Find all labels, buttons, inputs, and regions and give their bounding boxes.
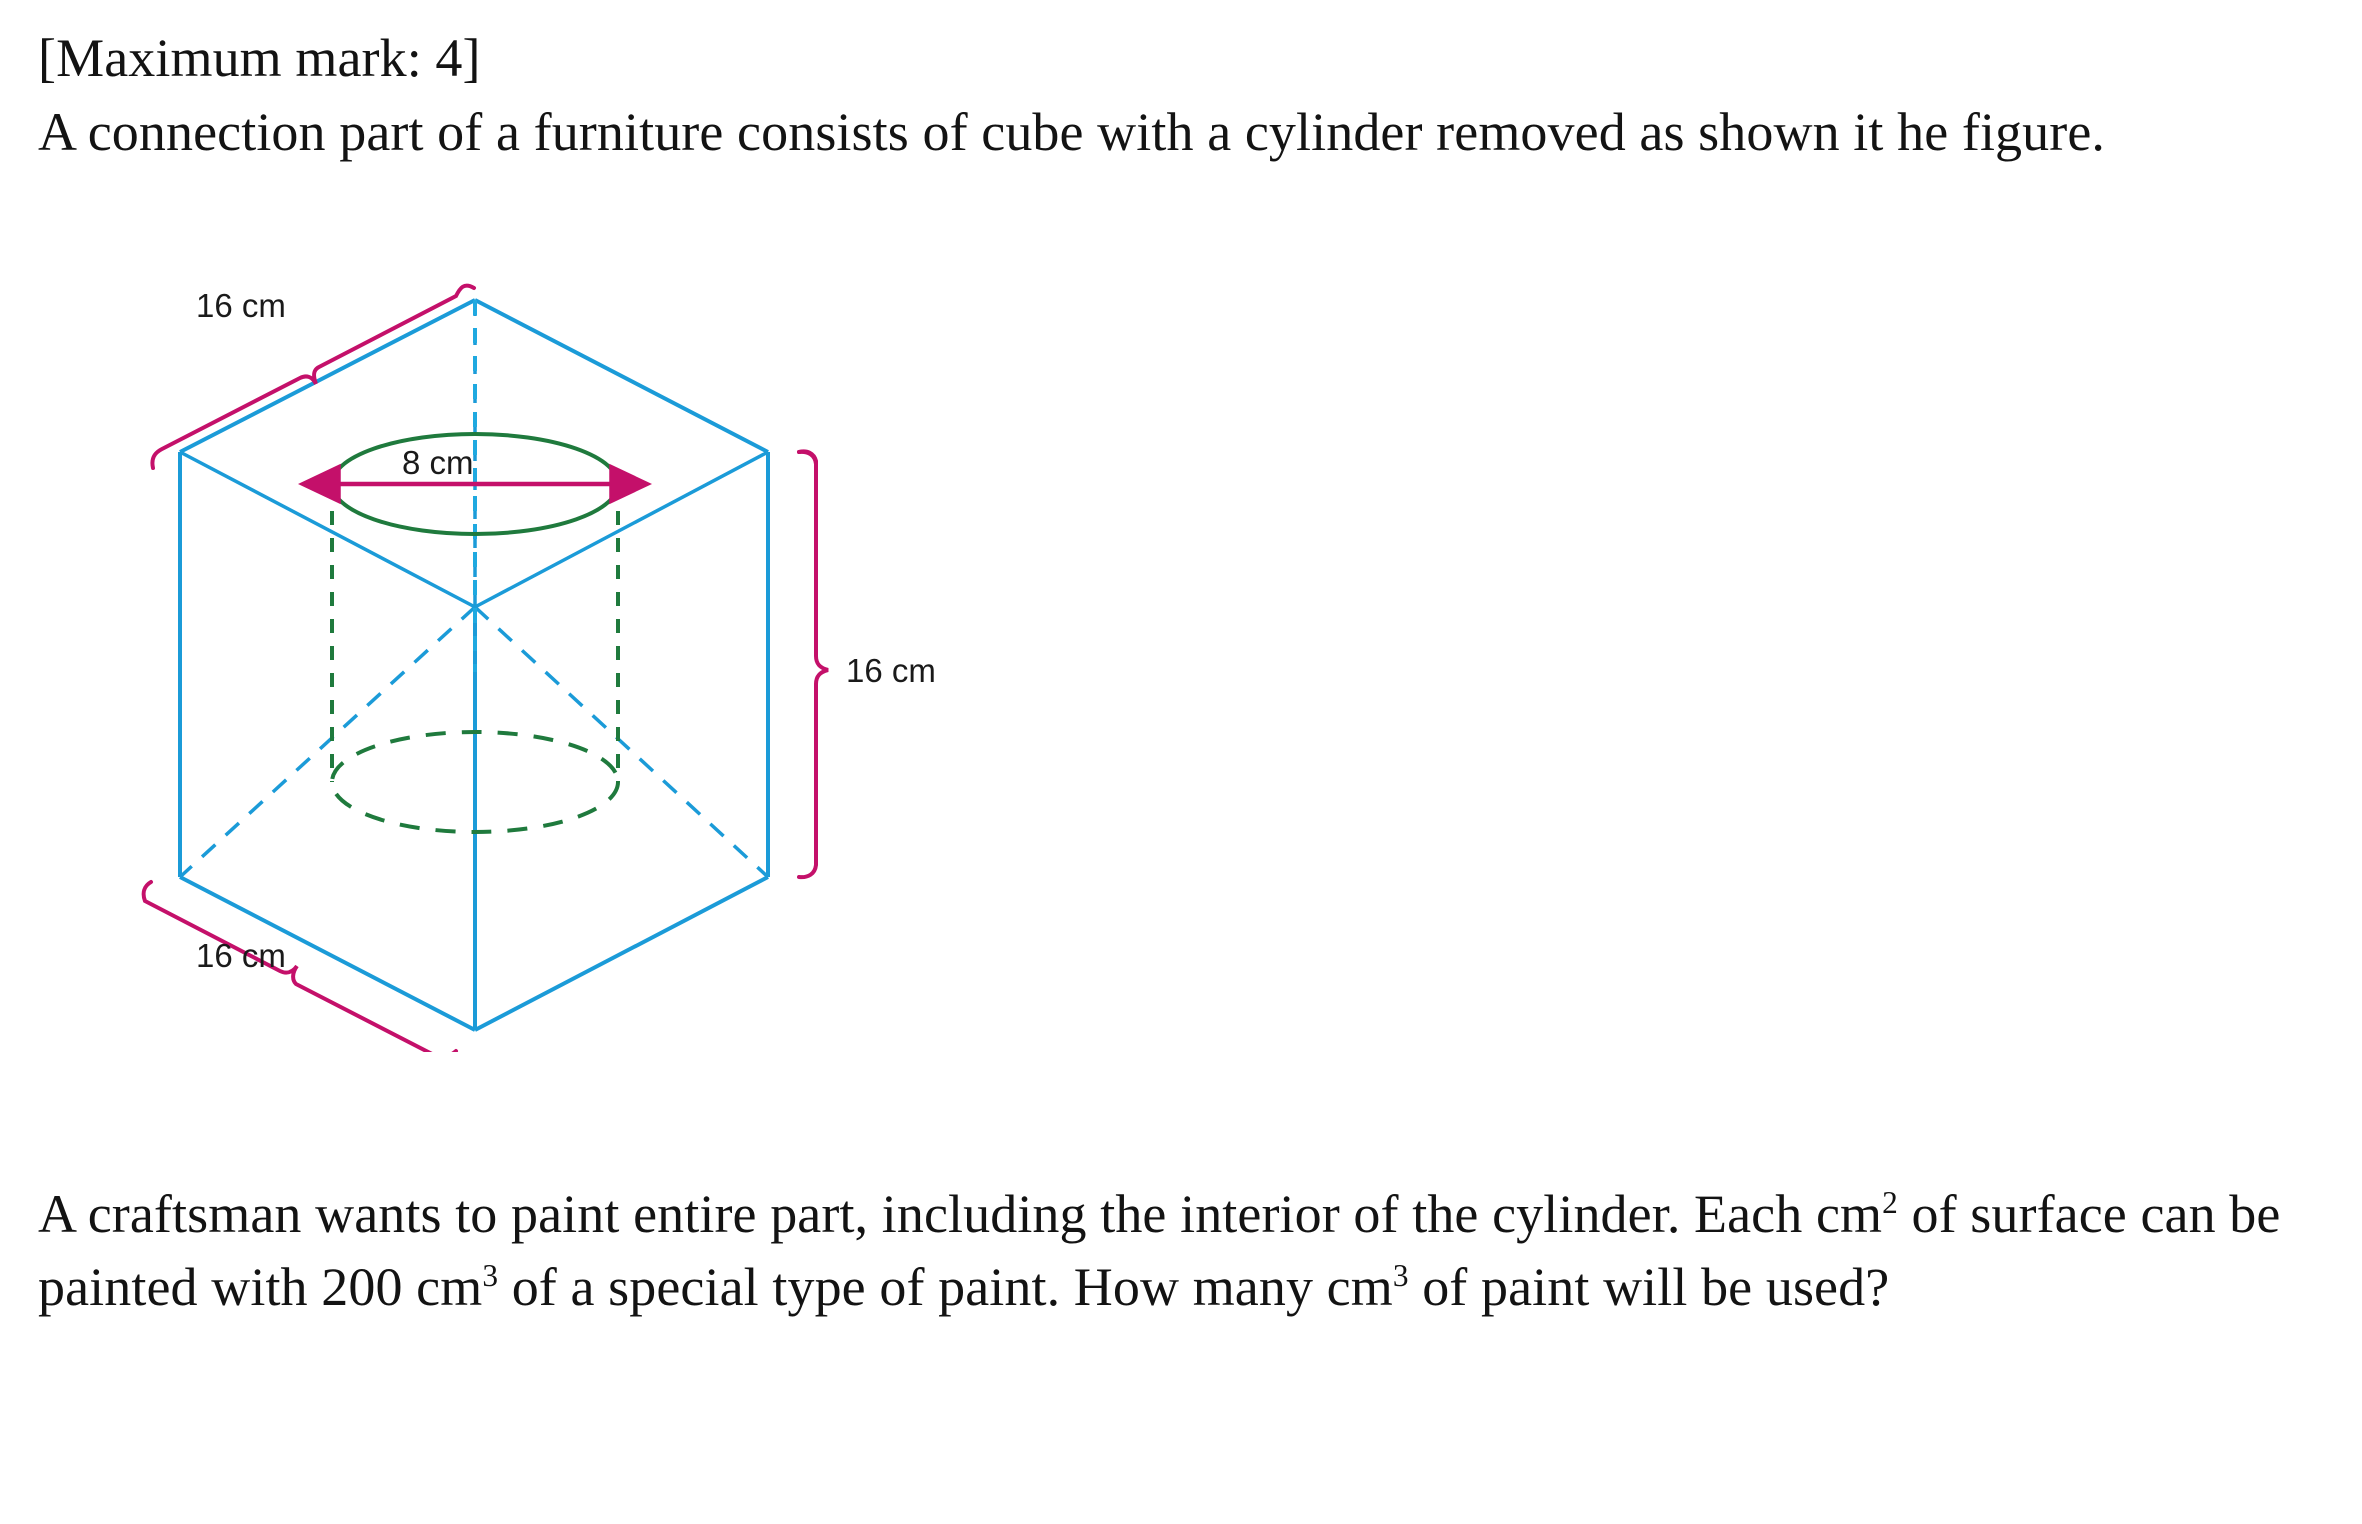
question-text-part3: of a special type of paint. How many cm <box>498 1257 1393 1318</box>
label-cube-top-edge: 16 cm <box>196 287 286 324</box>
brace-right-vertical <box>797 449 829 880</box>
brace-top-left <box>150 283 476 470</box>
question-paragraph: A craftsman wants to paint entire part, … <box>38 1178 2338 1325</box>
intro-paragraph: A connection part of a furniture consist… <box>38 102 2106 162</box>
question-text-part4: of paint will be used? <box>1408 1257 1890 1318</box>
cube-edge-bottom-left <box>179 875 476 1032</box>
label-cylinder-diameter: 8 cm <box>402 444 474 481</box>
cube-edge-top-left <box>179 298 476 454</box>
cube-cylinder-figure: 8 cm 16 cm 16 cm 16 cm <box>120 252 1140 1052</box>
label-cube-height: 16 cm <box>846 652 936 689</box>
cube-edge-bottom-right <box>474 875 769 1032</box>
question-superscript-1: 2 <box>1882 1185 1898 1220</box>
cube-edge-center-topright <box>474 450 769 609</box>
label-cube-bottom-edge: 16 cm <box>196 937 286 974</box>
brace-bottom-left <box>141 880 458 1052</box>
figure-svg: 8 cm 16 cm 16 cm 16 cm <box>141 283 936 1052</box>
cube-outline <box>178 298 770 1032</box>
cylinder-bottom-ellipse <box>330 730 620 834</box>
cube-edge-top-right <box>474 298 769 454</box>
cube-edge-center-topleft <box>179 450 476 609</box>
question-superscript-2: 3 <box>482 1258 499 1294</box>
question-superscript-3: 3 <box>1392 1258 1409 1294</box>
maximum-mark-line: [Maximum mark: 4] <box>38 28 481 88</box>
cube-hidden-edge-center-bottomright <box>473 605 770 879</box>
question-text-part2: of surface can be painted with 200 cm <box>38 1184 2281 1318</box>
question-text-part1: A craftsman wants to paint entire part, … <box>38 1184 1883 1244</box>
cube-hidden-edge-center-bottomleft <box>178 605 477 879</box>
